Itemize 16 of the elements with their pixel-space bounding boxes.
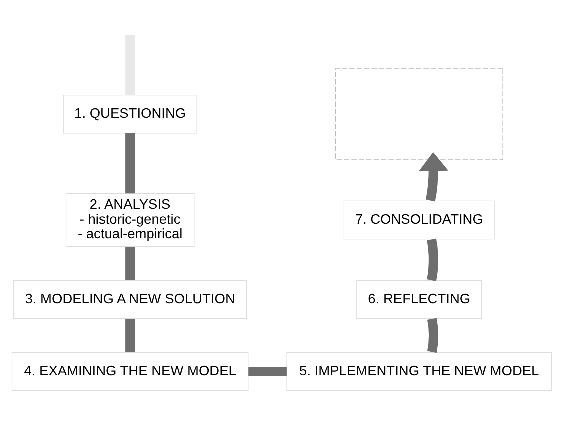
node-box: 7. CONSOLIDATING (344, 200, 495, 240)
node-box: 2. ANALYSIS - historic-genetic - actual-empirical (66, 194, 195, 248)
connector (126, 319, 136, 352)
node-box: 3. MODELING A NEW SOLUTION (14, 280, 248, 320)
node-box: 5. IMPLEMENTING THE NEW MODEL (286, 352, 552, 392)
connector (126, 134, 136, 194)
node-box: 4. EXAMINING THE NEW MODEL (12, 352, 249, 392)
arrow (418, 152, 449, 202)
connector (126, 247, 136, 280)
connector (248, 366, 287, 376)
node-box: 6. REFLECTING (356, 280, 482, 320)
node-box: 1. QUESTIONING (63, 95, 198, 134)
node-box (335, 68, 504, 160)
connector (427, 318, 438, 353)
connector (126, 35, 136, 96)
connector (427, 238, 438, 282)
